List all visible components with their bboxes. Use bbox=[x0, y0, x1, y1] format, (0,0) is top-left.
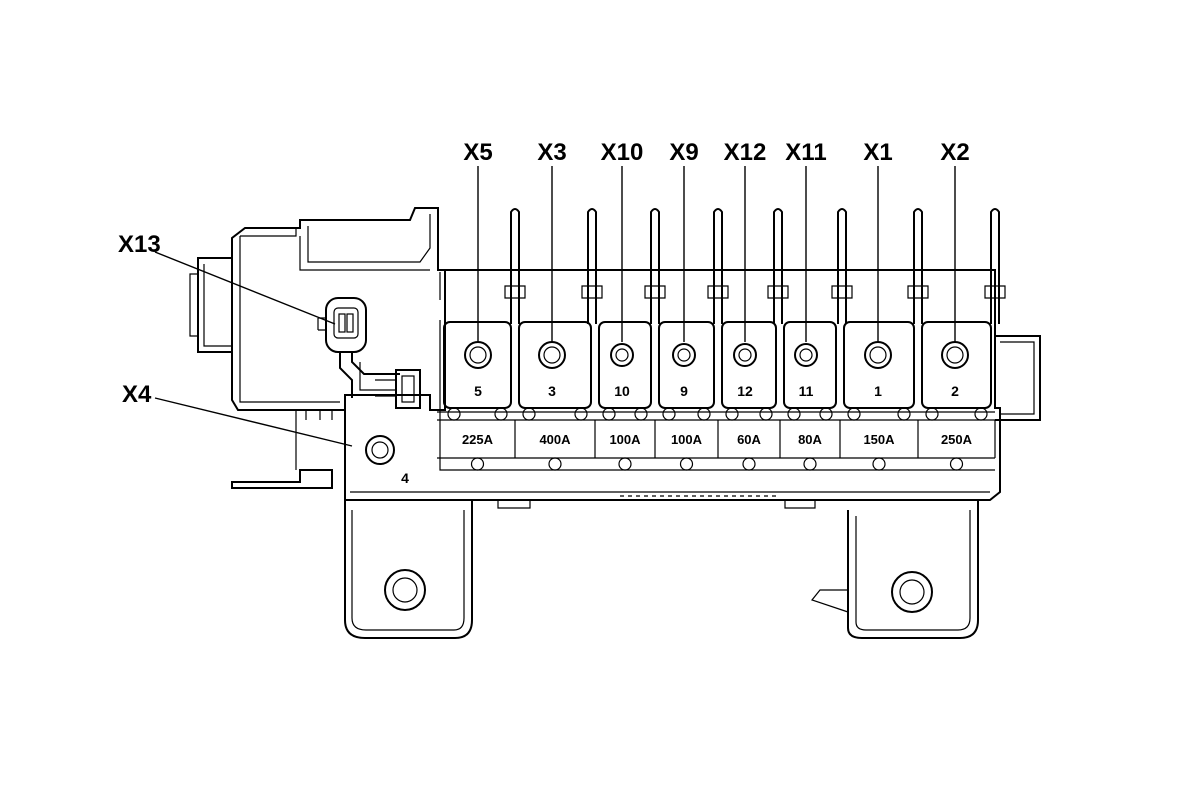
stud-bolt bbox=[794, 343, 818, 367]
callout-X12: X12 bbox=[724, 139, 767, 166]
fuse-11: 11 80A bbox=[783, 321, 841, 471]
fuse-number: 10 bbox=[614, 383, 630, 399]
stud-bolt bbox=[733, 343, 757, 367]
fuse-number: 11 bbox=[799, 383, 814, 399]
fuse-rating: 100A bbox=[609, 432, 641, 447]
terminal-pin bbox=[644, 208, 666, 324]
lower-bolt bbox=[679, 457, 694, 471]
fuse-rating: 400A bbox=[539, 432, 571, 447]
callout-labels: X5 X3 X10 X9 X12 X11 X1 X2 bbox=[463, 139, 969, 166]
fuse-rating: 225A bbox=[462, 432, 494, 447]
stud-bolt bbox=[610, 343, 634, 367]
terminal-pin bbox=[831, 208, 853, 324]
fuse-number: 9 bbox=[680, 383, 688, 399]
lower-bolt bbox=[872, 457, 886, 471]
stud-bolt bbox=[538, 341, 566, 369]
terminal-4 bbox=[365, 435, 395, 465]
fuse-rating: 150A bbox=[863, 432, 895, 447]
fuse-number: 12 bbox=[737, 383, 753, 399]
terminal-pin bbox=[907, 208, 929, 324]
stud-bolt bbox=[864, 341, 892, 369]
terminal-pin bbox=[767, 208, 789, 324]
fuse-leader-lines bbox=[477, 166, 956, 342]
callout-X3: X3 bbox=[537, 139, 566, 166]
fuse-number: 2 bbox=[951, 383, 959, 399]
fuse-12: 12 60A bbox=[721, 321, 781, 471]
fuse-9: 9 100A bbox=[658, 321, 719, 471]
stud-bolt bbox=[941, 341, 969, 369]
terminal-4-number: 4 bbox=[401, 470, 409, 486]
fuse-5: 5 225A bbox=[443, 321, 516, 471]
callout-X1: X1 bbox=[863, 139, 892, 166]
fuse-box-body bbox=[344, 269, 1041, 509]
callout-X9: X9 bbox=[669, 139, 698, 166]
terminal-pin bbox=[984, 208, 1006, 324]
terminal-pin bbox=[707, 208, 729, 324]
mounting-bracket-right bbox=[810, 500, 979, 639]
callout-X11: X11 bbox=[785, 139, 826, 166]
fuse-number: 1 bbox=[874, 383, 882, 399]
fuse-row: 5 225A 3 400A 10 100A 9 100A 12 60A 11 80A 1 150A 2 250… bbox=[443, 321, 996, 471]
fuse-10: 10 100A bbox=[598, 321, 656, 471]
fuse-3: 3 400A bbox=[518, 321, 596, 471]
lower-bolt bbox=[949, 457, 964, 471]
fuse-rating: 80A bbox=[798, 432, 822, 447]
lower-bolt bbox=[470, 457, 485, 471]
fuse-rating: 250A bbox=[941, 432, 973, 447]
terminal-pin bbox=[581, 208, 603, 324]
terminal-pins bbox=[504, 208, 1006, 324]
lower-bolt bbox=[803, 457, 817, 471]
callout-X10: X10 bbox=[601, 139, 644, 166]
fuse-rating: 60A bbox=[737, 432, 761, 447]
leader-lines bbox=[154, 251, 353, 447]
connector-housing bbox=[189, 207, 446, 489]
fuse-2: 2 250A bbox=[921, 321, 996, 471]
terminal-pin bbox=[504, 208, 526, 324]
lower-bolt bbox=[548, 457, 562, 471]
callout-X5: X5 bbox=[463, 139, 492, 166]
stud-bolt bbox=[464, 341, 492, 369]
lower-bolt bbox=[742, 457, 756, 471]
fuse-1: 1 150A bbox=[843, 321, 919, 471]
callout-X4: X4 bbox=[122, 381, 152, 408]
fuse-number: 3 bbox=[548, 383, 556, 399]
callout-X2: X2 bbox=[940, 139, 969, 166]
lower-bolt bbox=[618, 457, 632, 471]
fuse-rating: 100A bbox=[671, 432, 703, 447]
mounting-bracket-left bbox=[344, 500, 473, 639]
stud-bolt bbox=[672, 343, 696, 367]
callout-X13: X13 bbox=[118, 231, 161, 258]
fuse-number: 5 bbox=[474, 383, 482, 399]
